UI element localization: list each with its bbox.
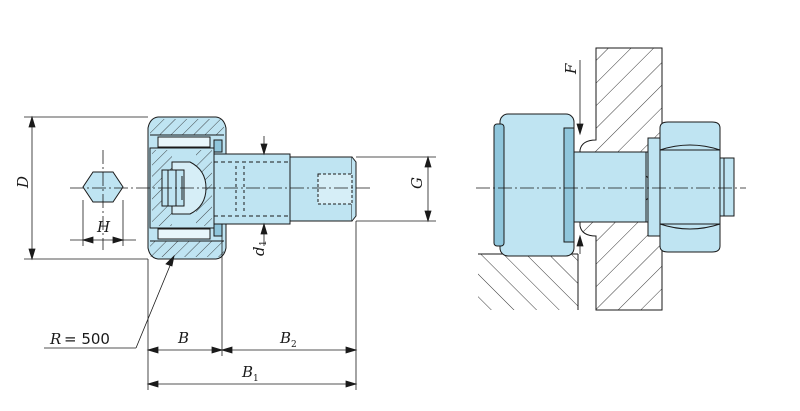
stud-shank [213,153,291,225]
label-R-value: = 500 [64,330,110,348]
needle-roller-top [157,136,211,148]
stud-tip [719,157,735,217]
label-B1-sub: 1 [253,374,259,384]
right-mounted-view [478,47,735,311]
label-D: D [14,176,32,189]
label-B2-sub: 2 [291,340,297,350]
hex-key-symbol [82,171,124,203]
hex-nut [659,121,721,253]
right-dimensions [576,60,597,254]
label-B1: B [241,363,253,381]
roller-outer-ring [499,113,575,257]
label-G: G [408,177,426,189]
housing-lower [478,254,578,310]
label-d1-sub: 1 [259,240,269,246]
washer [647,137,661,237]
label-d1: d [250,246,268,256]
left-dimensions [24,115,436,390]
left-centerlines [70,150,372,250]
label-B: B [177,329,189,347]
label-R: R [49,330,61,348]
label-H: H [96,218,111,236]
label-B2: B [279,329,291,347]
mounted-stud [573,151,661,223]
needle-roller-bottom [157,228,211,240]
label-F: F [562,63,580,75]
